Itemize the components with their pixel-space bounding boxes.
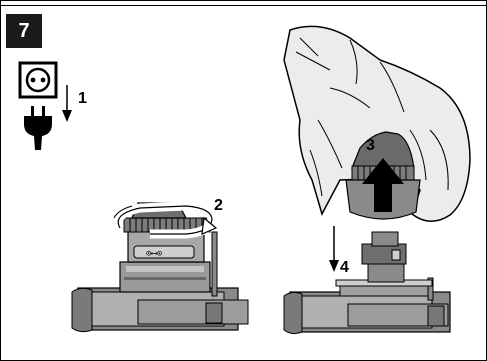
step-1-label: 1 xyxy=(78,90,87,107)
step-3-label: 3 xyxy=(366,137,375,154)
step-2-label: 2 xyxy=(214,197,223,214)
drill-right xyxy=(284,232,450,334)
step-4-label: 4 xyxy=(340,259,349,276)
socket-icon xyxy=(20,63,56,97)
drill-left: ⊙⟷⊙ xyxy=(72,203,248,332)
svg-text:⊙⟷⊙: ⊙⟷⊙ xyxy=(146,249,162,259)
plug-icon xyxy=(24,106,52,150)
down-arrow-icon xyxy=(329,226,339,272)
down-arrow-icon xyxy=(62,85,72,122)
